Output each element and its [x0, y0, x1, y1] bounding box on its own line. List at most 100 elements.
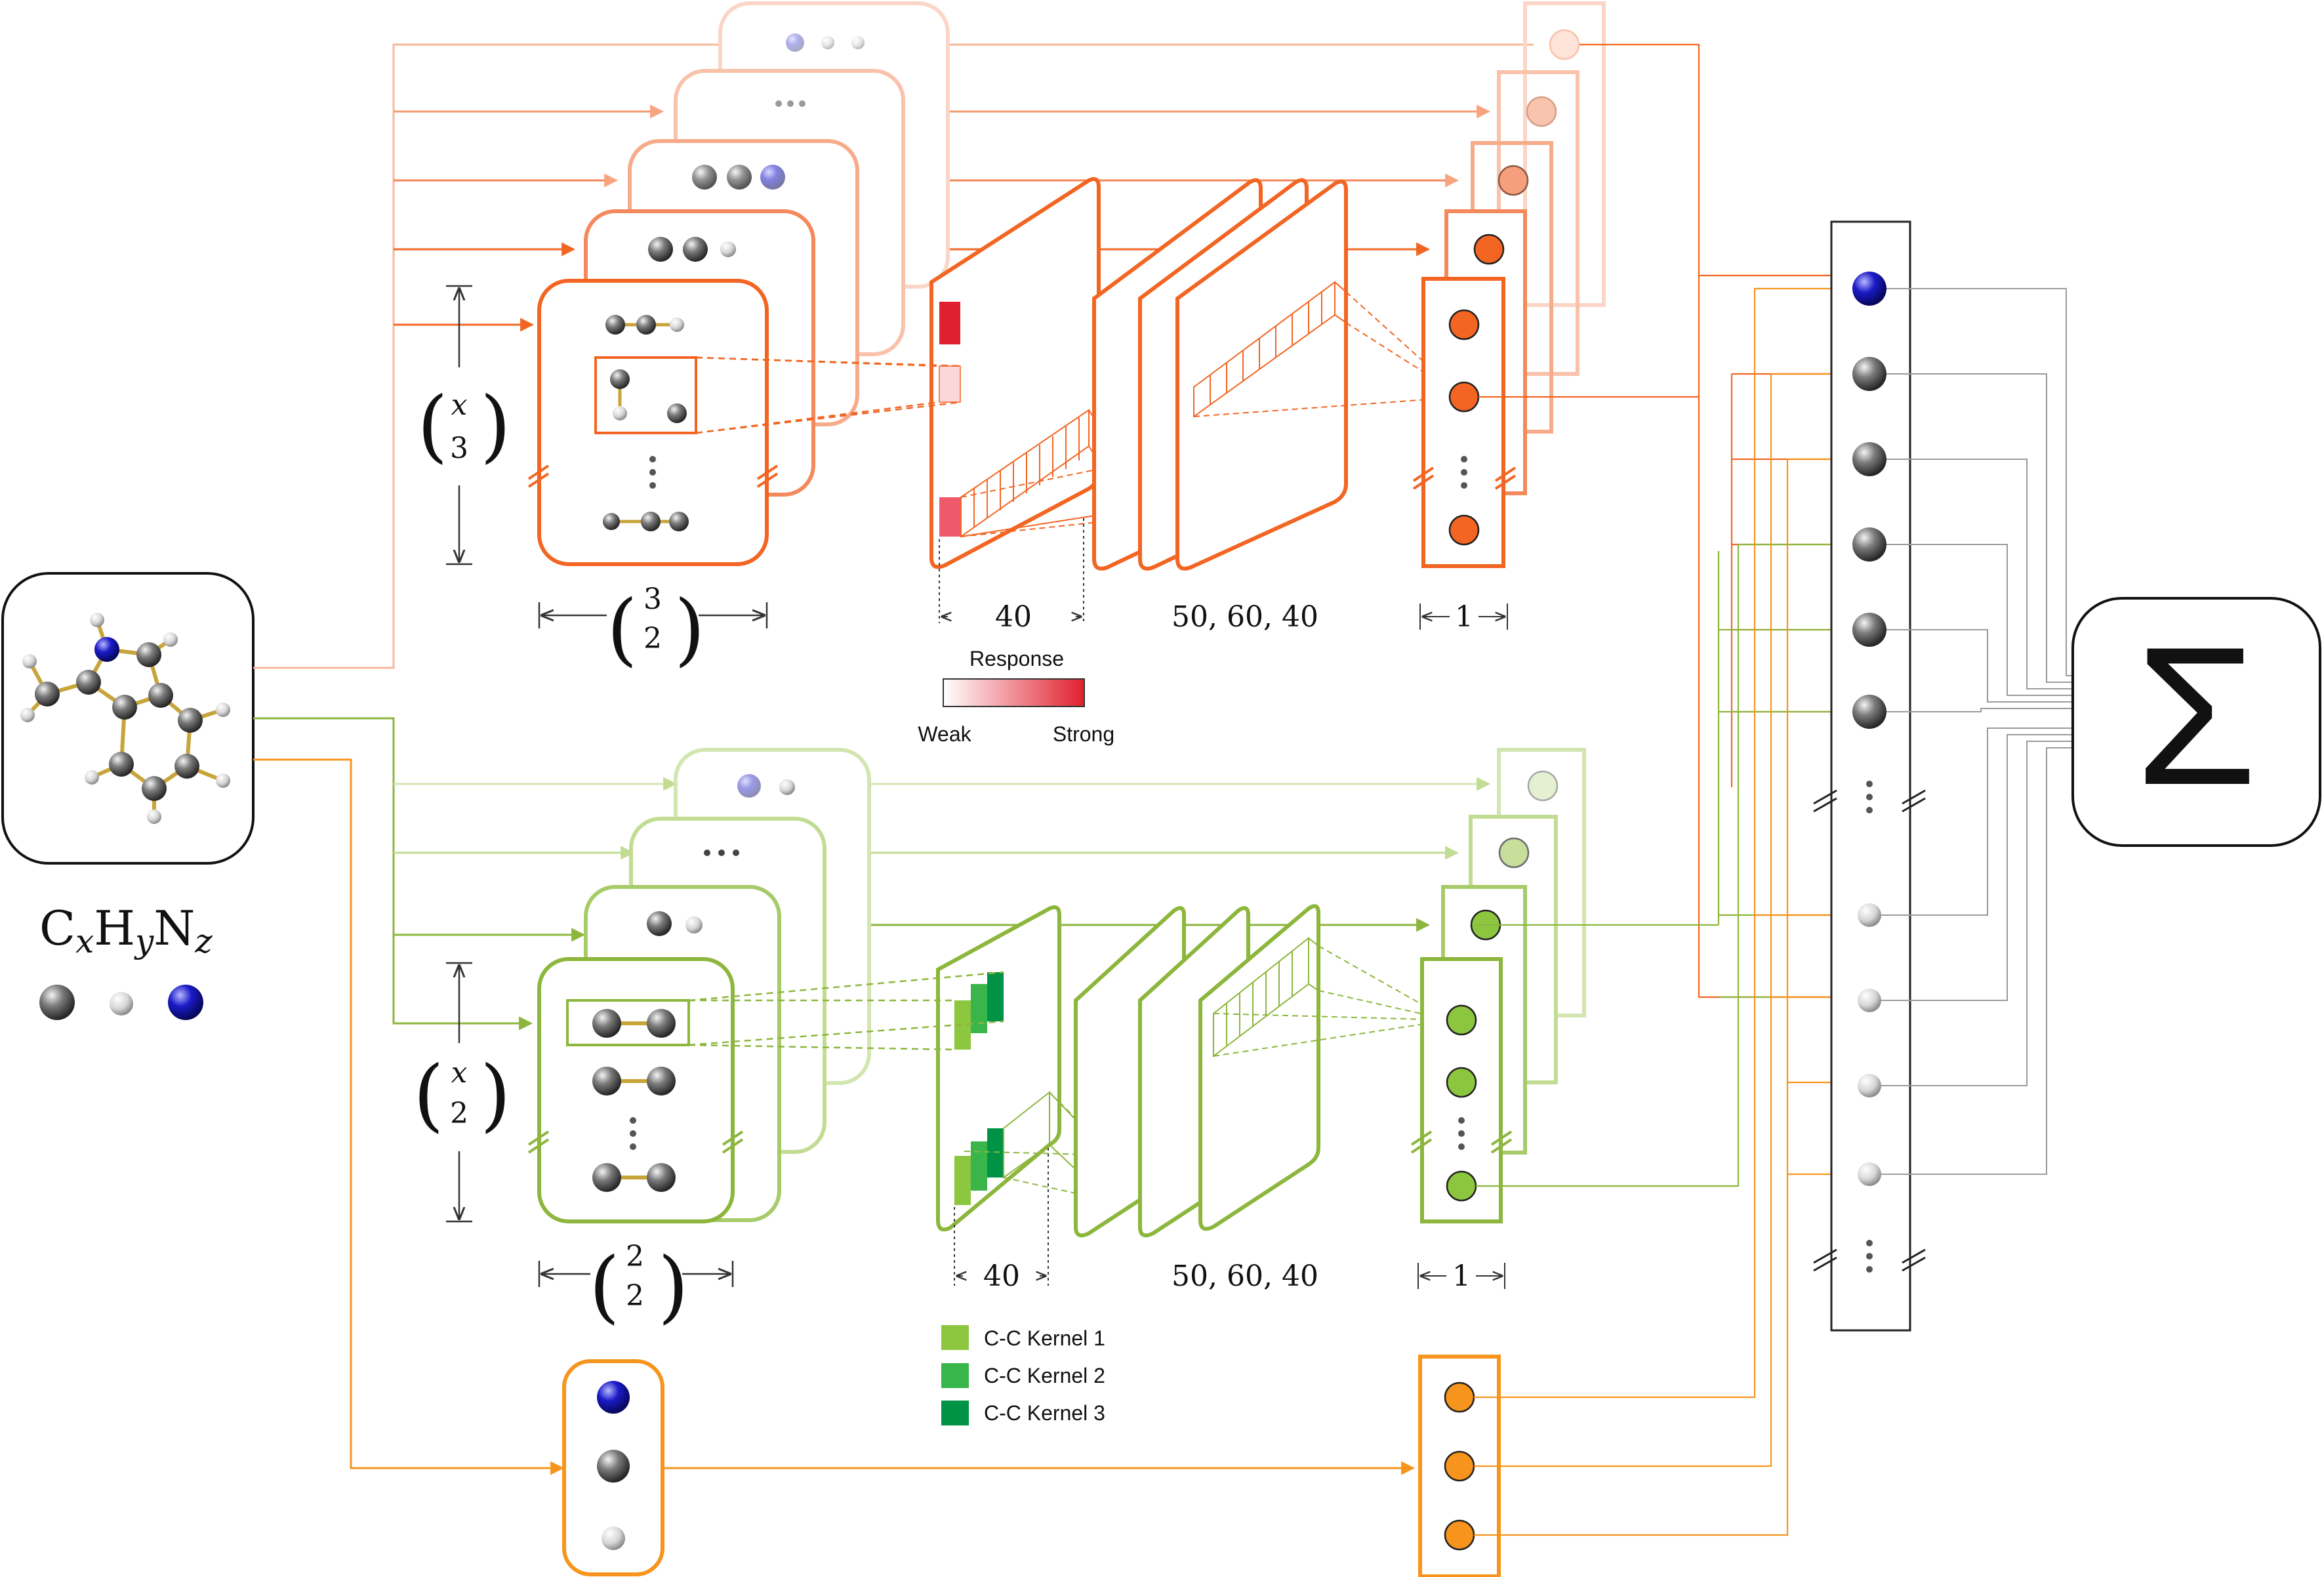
single-output-node: [1444, 1450, 1475, 1482]
molecule-atoms: [20, 613, 230, 824]
triplet-highlight-box: [594, 356, 697, 434]
triplet-output-node: [1448, 309, 1480, 340]
response-legend-high: Strong: [1053, 722, 1114, 746]
pair-kernel-width: 40: [983, 1260, 1020, 1293]
single-atom-nitrogen: [597, 1381, 630, 1414]
pair-multiplier-var: x: [451, 1056, 468, 1090]
pair-output-node: [1446, 1067, 1477, 1098]
triplet-multiplier-var: x: [451, 388, 468, 422]
pair-output-dimension: [1417, 1263, 1505, 1289]
atom-column-node-carbon: [1852, 357, 1886, 391]
triplet-kernel-width: 40: [995, 600, 1032, 634]
sum-output-box: Σ: [2071, 597, 2321, 847]
triplet-branch: ( x 3 ) ( 3 2 ): [417, 1, 1606, 675]
nitrogen-atom-icon: [168, 985, 203, 1020]
triplet-kernel-strong: [939, 302, 960, 344]
triplet-multiplier-num: 3: [450, 432, 468, 465]
pair-card-atoms-back: [647, 774, 795, 936]
triplet-kernel-weak: [939, 365, 961, 403]
single-input-line: [253, 758, 1416, 1475]
lines-to-sum: [1881, 288, 2073, 1175]
atom-column-node-hydrogen: [1858, 903, 1881, 927]
atom-type-legend: [39, 985, 203, 1020]
sum-symbol: Σ: [2135, 605, 2256, 826]
molecular-formula: CxHyNz: [39, 901, 213, 960]
triplet-group-top: 3: [643, 583, 662, 616]
atom-column-node-hydrogen: [1858, 989, 1881, 1012]
triplet-input-card-front: [537, 279, 769, 566]
single-atom-hydrogen: [601, 1526, 625, 1550]
triplet-multiplier-paren-left: (: [417, 380, 448, 472]
pair-kernel-top: [954, 972, 1004, 1050]
pair-highlight-box: [566, 999, 690, 1046]
triplet-layer-sizes: 50, 60, 40: [1172, 600, 1318, 634]
response-legend-low: Weak: [918, 722, 971, 746]
triplet-output-back-4: [1523, 1, 1606, 307]
pair-layer-sizes: 50, 60, 40: [1172, 1260, 1318, 1293]
atom-column-node-carbon: [1852, 527, 1886, 562]
atom-column-node-nitrogen: [1852, 272, 1886, 306]
single-output-node: [1444, 1519, 1475, 1551]
single-output-node: [1444, 1382, 1475, 1413]
molecule-input-box: [1, 572, 255, 865]
pair-width-dimension: [538, 1261, 734, 1287]
pair-multiplier-paren-right: ): [480, 1050, 511, 1141]
pair-group-paren-right: ): [658, 1241, 689, 1332]
triplet-multiplier-paren-right: ): [480, 380, 511, 472]
pair-output-width: 1: [1452, 1260, 1471, 1293]
pair-multiplier-num: 2: [450, 1097, 468, 1130]
triplet-group-bottom: 2: [643, 622, 662, 655]
pair-projection-lines: [688, 971, 1004, 1051]
triplet-group-paren-right: ): [674, 584, 705, 675]
kernel-legend-label-1: C-C Kernel 1: [984, 1326, 1105, 1350]
triplet-kernel-dimension: [939, 518, 1084, 623]
triplet-kernel-mid: [939, 497, 960, 537]
routing-to-atom-column: [1474, 43, 1876, 1536]
triplet-output-node: [1448, 381, 1480, 413]
triplet-output-width: 1: [1455, 600, 1473, 634]
carbon-atom-icon: [39, 985, 75, 1020]
triplet-projection-lines: [695, 356, 962, 434]
triplet-front-atoms: [527, 315, 779, 531]
triplet-height-dimension: [446, 285, 472, 565]
triplet-card-atoms-back: [648, 33, 865, 262]
atom-column-node-carbon: [1852, 442, 1886, 476]
pair-group-paren-left: (: [589, 1241, 620, 1332]
pair-branch: ( x 2 ) ( 2 2 ): [413, 748, 1586, 1332]
pair-kernel-dimension: [954, 1148, 1049, 1286]
atom-energy-column: [1813, 220, 1926, 1332]
atom-column-node-hydrogen: [1858, 1162, 1881, 1186]
triplet-output-dimension: [1419, 604, 1508, 630]
response-legend: Response Weak Strong: [918, 647, 1114, 746]
pair-height-dimension: [446, 962, 472, 1223]
hydrogen-atom-icon: [110, 992, 133, 1015]
pair-kernel-bottom: [954, 1128, 1004, 1205]
pair-group-top: 2: [626, 1240, 644, 1273]
atom-column-node-hydrogen: [1858, 1074, 1881, 1097]
kernel-legend-swatch-1: [941, 1325, 969, 1350]
triplet-group-paren-left: (: [607, 584, 638, 675]
pair-conv-slab: [936, 905, 1061, 1232]
pair-hidden-layer-3: [1198, 904, 1320, 1231]
kernel-legend-swatch-3: [941, 1401, 969, 1425]
pair-output-node: [1446, 1004, 1477, 1036]
pair-group-bottom: 2: [626, 1279, 644, 1313]
single-branch: [562, 1355, 1501, 1577]
triplet-hidden-layer-3: [1175, 179, 1348, 571]
pair-front-atoms: [527, 999, 744, 1192]
atom-column-node-carbon: [1852, 613, 1886, 647]
atom-column-node-carbon: [1852, 695, 1886, 729]
triplet-output-node: [1448, 514, 1480, 546]
pair-multiplier-paren-left: (: [413, 1050, 444, 1141]
kernel-legend-label-3: C-C Kernel 3: [984, 1401, 1105, 1425]
kernel-legend-swatch-2: [941, 1363, 969, 1388]
triplet-width-dimension: [538, 602, 768, 628]
pair-input-card-front: [537, 957, 735, 1223]
single-atom-carbon: [597, 1450, 630, 1483]
response-colorbar: [943, 678, 1085, 707]
pair-output-node: [1446, 1170, 1477, 1202]
pair-input-lines: [253, 717, 1491, 1031]
response-legend-title: Response: [969, 647, 1064, 670]
kernel-legend-label-2: C-C Kernel 2: [984, 1364, 1105, 1387]
